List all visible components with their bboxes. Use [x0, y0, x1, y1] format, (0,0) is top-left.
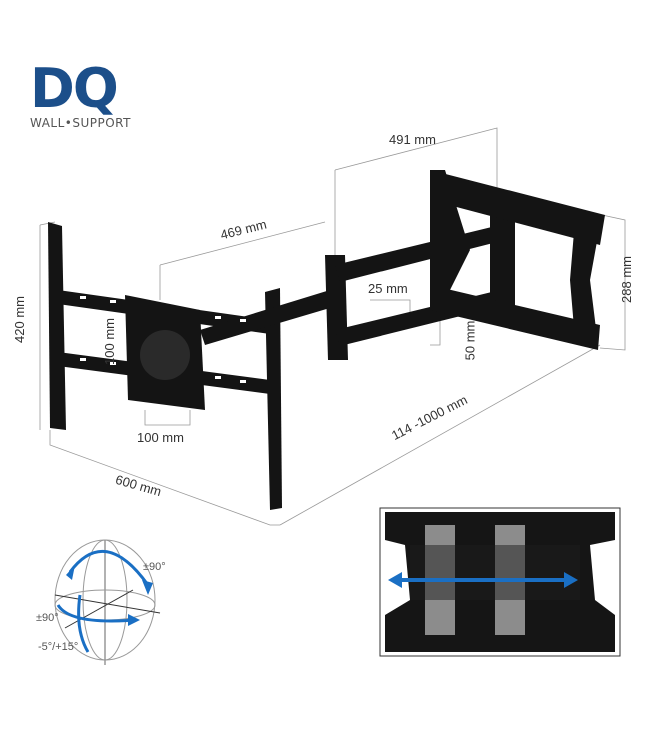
swivel-label: ±90°: [143, 561, 166, 573]
inset-shift-view: [379, 507, 621, 657]
tilt-label: -5°/+15°: [38, 641, 79, 653]
vesa-holes: [80, 296, 246, 383]
dimension-lines: [39, 127, 626, 526]
dim-50: 50 mm: [462, 320, 478, 361]
rotation-globe-icon: [54, 539, 161, 665]
rotate-label: ±90°: [36, 612, 59, 624]
dim-100-vertical: 100 mm: [101, 318, 117, 365]
logo-tagline: WALL•SUPPORT: [30, 116, 131, 130]
brand-logo: DQ WALL•SUPPORT: [30, 57, 150, 131]
logo-mark: DQ: [30, 57, 119, 120]
dim-420: 420 mm: [11, 296, 27, 343]
tv-bracket: [48, 170, 605, 510]
dim-25: 25 mm: [368, 281, 408, 296]
dim-491: 491 mm: [389, 132, 436, 147]
dim-100-horizontal: 100 mm: [137, 430, 184, 445]
dim-288: 288 mm: [618, 256, 634, 303]
